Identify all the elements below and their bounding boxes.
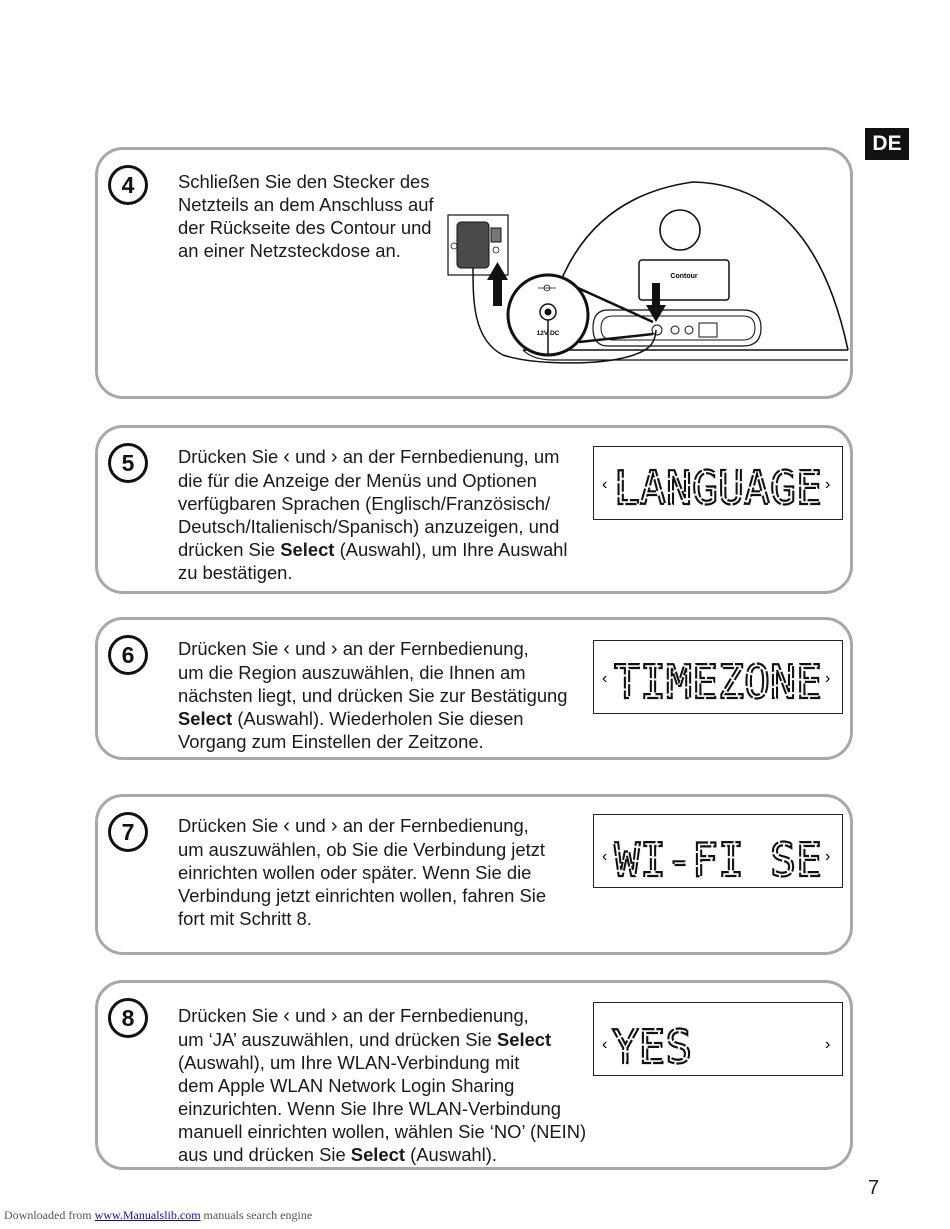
text-line: dem Apple WLAN Network Login Sharing [178,1075,515,1096]
left-arrow-icon: ‹ [283,815,290,837]
right-arrow-icon: › [330,638,338,660]
text-line: (Auswahl), um Ihre WLAN-Verbindung mit [178,1052,520,1073]
lcd-display: ‹ WI-FI SE › [593,814,843,888]
right-arrow-icon: › [330,815,338,837]
step-7-text: Drücken Sie ‹ und › an der Fernbedienung… [178,814,588,930]
svg-text:‹: ‹ [602,1036,607,1053]
footer: Downloaded from www.Manualslib.com manua… [4,1208,312,1223]
lcd-text: LANGUAGE [614,461,822,515]
text-line: aus und drücken Sie Select (Auswahl). [178,1144,497,1165]
brand-label: Contour [670,273,697,280]
text-line: die für die Anzeige der Menüs und Option… [178,470,537,491]
step-4-text: Schließen Sie den Stecker des Netzteils … [178,170,458,262]
step-6-text: Drücken Sie ‹ und › an der Fernbedienung… [178,637,588,753]
step-8-text: Drücken Sie ‹ und › an der Fernbedienung… [178,1004,588,1166]
svg-text:‹: ‹ [602,476,607,493]
text-line: drücken Sie Select (Auswahl), um Ihre Au… [178,539,568,560]
text-line: nächsten liegt, und drücken Sie zur Best… [178,685,568,706]
lcd-text: YES [612,1020,692,1074]
step-5-panel: 5 Drücken Sie ‹ und › an der Fernbedienu… [95,425,853,594]
text-line: zu bestätigen. [178,562,293,583]
footer-suffix: manuals search engine [200,1208,313,1222]
svg-text:›: › [825,1036,830,1053]
footer-link[interactable]: www.Manualslib.com [94,1208,201,1222]
text-line: um ‘JA’ auszuwählen, und drücken Sie Sel… [178,1029,552,1050]
svg-text:›: › [825,670,830,687]
text-line: einzurichten. Wenn Sie Ihre WLAN-Verbind… [178,1098,562,1119]
language-tag: DE [865,128,909,160]
text-line: verfügbaren Sprachen (Englisch/Französis… [178,493,551,514]
text-line: Drücken Sie ‹ und › an der Fernbedienung… [178,638,529,660]
text-line: Netzteils an dem Anschluss auf [178,194,434,215]
text-line: um auszuwählen, ob Sie die Verbindung je… [178,839,546,860]
lcd-text: TIMEZONE [614,655,822,709]
step-number: 7 [108,812,148,852]
device-connection-illustration: Contour 12V DC [447,181,849,364]
right-arrow-icon: › [330,1005,338,1027]
svg-text:‹: ‹ [602,848,607,865]
text-line: an einer Netzsteckdose an. [178,240,401,261]
step-5-text: Drücken Sie ‹ und › an der Fernbedienung… [178,445,588,584]
lcd-text: WI-FI SE [614,833,822,886]
page-number: 7 [868,1177,880,1199]
step-6-panel: 6 Drücken Sie ‹ und › an der Fernbedienu… [95,617,853,760]
text-line: Schließen Sie den Stecker des [178,171,430,192]
text-line: Verbindung jetzt einrichten wollen, fahr… [178,885,547,906]
step-number: 6 [108,635,148,675]
step-4-panel: 4 Schließen Sie den Stecker des Netzteil… [95,147,853,399]
left-arrow-icon: ‹ [283,638,290,660]
svg-text:‹: ‹ [602,670,607,687]
knob-icon [659,209,701,251]
text-line: Vorgang zum Einstellen der Zeitzone. [178,731,484,752]
text-line: Drücken Sie ‹ und › an der Fernbedienung… [178,815,529,837]
footer-prefix: Downloaded from [4,1208,95,1222]
text-line: manuell einrichten wollen, wählen Sie ‘N… [178,1121,587,1142]
text-line: fort mit Schritt 8. [178,908,312,929]
text-line: der Rückseite des Contour und [178,217,432,238]
svg-text:›: › [825,848,830,865]
left-arrow-icon: ‹ [283,1005,290,1027]
lcd-display: ‹ YES › [593,1002,843,1076]
lcd-display: ‹ LANGUAGE › [593,446,843,520]
right-arrow-icon: › [330,446,338,468]
step-7-panel: 7 Drücken Sie ‹ und › an der Fernbedienu… [95,794,853,955]
step-number: 5 [108,443,148,483]
lcd-display: ‹ TIMEZONE › [593,640,843,714]
text-line: Drücken Sie ‹ und › an der Fernbedienung… [178,446,560,468]
text-line: einrichten wollen oder später. Wenn Sie … [178,862,532,883]
text-line: Select (Auswahl). Wiederholen Sie diesen [178,708,524,729]
text-line: Drücken Sie ‹ und › an der Fernbedienung… [178,1005,529,1027]
step-number: 4 [108,165,148,205]
left-arrow-icon: ‹ [283,446,290,468]
text-line: um die Region auszuwählen, die Ihnen am [178,662,526,683]
step-8-panel: 8 Drücken Sie ‹ und › an der Fernbedienu… [95,980,853,1170]
svg-text:›: › [825,476,830,493]
text-line: Deutsch/Italienisch/Spanisch) anzuzeigen… [178,516,560,537]
step-number: 8 [108,998,148,1038]
